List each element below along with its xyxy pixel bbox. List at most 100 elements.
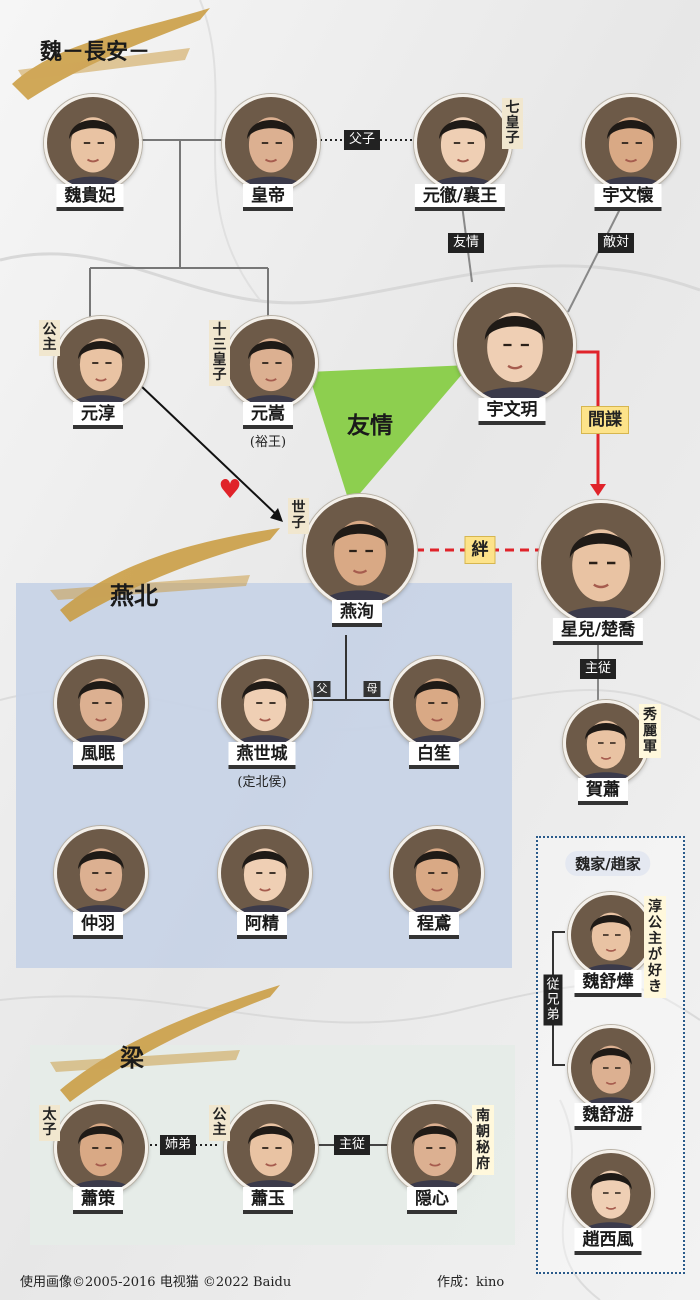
portrait-weishuye <box>568 892 654 978</box>
person-silhouette-icon <box>57 659 145 747</box>
name-label: 趙西風 <box>574 1228 642 1255</box>
portrait-yanshicheng <box>218 656 312 750</box>
person-silhouette-icon <box>57 1104 145 1192</box>
person-silhouette-icon <box>457 287 573 403</box>
title-tag: 公主 <box>209 1105 230 1141</box>
portrait-hexiao <box>563 700 649 786</box>
title-tag: 太子 <box>39 1105 60 1141</box>
region-wei-changan: 魏－長安－ <box>40 39 151 65</box>
name-label: 星兒/楚喬 <box>552 618 644 645</box>
name-label: 仲羽 <box>73 912 123 939</box>
portrait-zhaoxifeng <box>568 1150 654 1236</box>
portrait-baisheng <box>390 656 484 750</box>
relation-youqing: 友情 <box>447 233 485 253</box>
portrait-huangdi <box>222 94 320 192</box>
title-tag: 公主 <box>39 320 60 356</box>
title-tag: 七皇子 <box>502 98 523 149</box>
portrait-yuansong <box>224 316 318 410</box>
line-yuanchun-yanxun <box>139 384 281 519</box>
name-label: 宇文玥 <box>478 398 546 425</box>
name-label: 宇文懐 <box>594 184 662 211</box>
relation-zhucong: 主従 <box>579 659 617 679</box>
portrait-yanxun <box>303 494 417 608</box>
line-yuwenhuai-yuwenyue <box>567 204 623 313</box>
person-silhouette-icon <box>393 659 481 747</box>
portrait-zhongyu <box>54 826 148 920</box>
person-silhouette-icon <box>225 97 317 189</box>
relation-ban: 絆 <box>464 536 496 564</box>
person-silhouette-icon <box>57 319 145 407</box>
portrait-chengyuan <box>390 826 484 920</box>
name-label: 程鳶 <box>409 912 459 939</box>
name-label: 燕洵 <box>332 600 382 627</box>
person-silhouette-icon <box>571 895 651 975</box>
name-label: 元淳 <box>73 402 123 429</box>
person-silhouette-icon <box>47 97 139 189</box>
group-label-wei-zhao: 魏家/趙家 <box>565 851 651 876</box>
name-label: 蕭玉 <box>243 1187 293 1214</box>
person-silhouette-icon <box>393 829 481 917</box>
credit-left: 使用画像©2005-2016 电视猫 ©2022 Baidu <box>20 1275 292 1290</box>
title-tag: 南朝秘府 <box>472 1105 494 1175</box>
line-spy <box>572 350 600 488</box>
title-tag: 十三皇子 <box>209 320 230 386</box>
portrait-xiaoce <box>54 1101 148 1195</box>
region-yanbei: 燕北 <box>110 581 158 610</box>
person-silhouette-icon <box>571 1153 651 1233</box>
portrait-xiaoyu <box>224 1101 318 1195</box>
person-silhouette-icon <box>566 703 646 783</box>
name-label: 蕭策 <box>73 1187 123 1214</box>
person-silhouette-icon <box>221 829 309 917</box>
name-label: 隠心 <box>407 1187 457 1214</box>
relation-mu: 母 <box>363 681 381 697</box>
name-label: 賀蕭 <box>578 778 628 805</box>
person-silhouette-icon <box>227 319 315 407</box>
person-silhouette-icon <box>417 97 509 189</box>
title-tag: 淳公主が好き <box>644 896 666 998</box>
friendship-triangle-label: 友情 <box>347 412 393 439</box>
relation-cousins: 従兄弟 <box>543 974 563 1026</box>
portrait-yuwenyue <box>454 284 576 406</box>
title-tag: 世子 <box>288 498 309 534</box>
person-silhouette-icon <box>227 1104 315 1192</box>
relation-zimei: 姉弟 <box>159 1135 197 1155</box>
line-yanxun-parents <box>300 635 392 701</box>
portrait-yuanchun <box>54 316 148 410</box>
person-silhouette-icon <box>306 497 414 605</box>
portrait-fengmian <box>54 656 148 750</box>
name-label: 白笙 <box>409 742 459 769</box>
person-silhouette-icon <box>585 97 677 189</box>
person-silhouette-icon <box>391 1104 479 1192</box>
relation-zhucong-liang: 主従 <box>333 1135 371 1155</box>
name-label: 魏貴妃 <box>56 184 124 211</box>
relation-jiandie: 間諜 <box>581 406 629 434</box>
name-label: 魏舒游 <box>574 1103 642 1130</box>
person-silhouette-icon <box>221 659 309 747</box>
person-silhouette-icon <box>541 503 661 623</box>
portrait-yuanche <box>414 94 512 192</box>
sub-label: (裕王) <box>249 435 287 450</box>
portrait-yuwenhuai <box>582 94 680 192</box>
sub-label: (定北侯) <box>237 775 287 790</box>
friendship-triangle <box>308 365 470 505</box>
name-label: 風眠 <box>73 742 123 769</box>
relation-fu: 父 <box>313 681 331 697</box>
portrait-wei_guifei <box>44 94 142 192</box>
relation-fuzi: 父子 <box>343 130 381 150</box>
portrait-yinxin <box>388 1101 482 1195</box>
name-label: 元嵩 <box>243 402 293 429</box>
person-silhouette-icon <box>571 1028 651 1108</box>
region-liang: 梁 <box>120 1043 144 1072</box>
relation-diduei: 敵対 <box>597 233 635 253</box>
line-children-stem <box>89 140 269 318</box>
title-tag: 秀麗軍 <box>639 704 661 758</box>
portrait-weishuyou <box>568 1025 654 1111</box>
credit-right: 作成：kino <box>437 1275 505 1290</box>
person-silhouette-icon <box>57 829 145 917</box>
name-label: 阿精 <box>237 912 287 939</box>
portrait-xinger <box>538 500 664 626</box>
name-label: 燕世城 <box>228 742 296 769</box>
name-label: 魏舒燁 <box>574 970 642 997</box>
